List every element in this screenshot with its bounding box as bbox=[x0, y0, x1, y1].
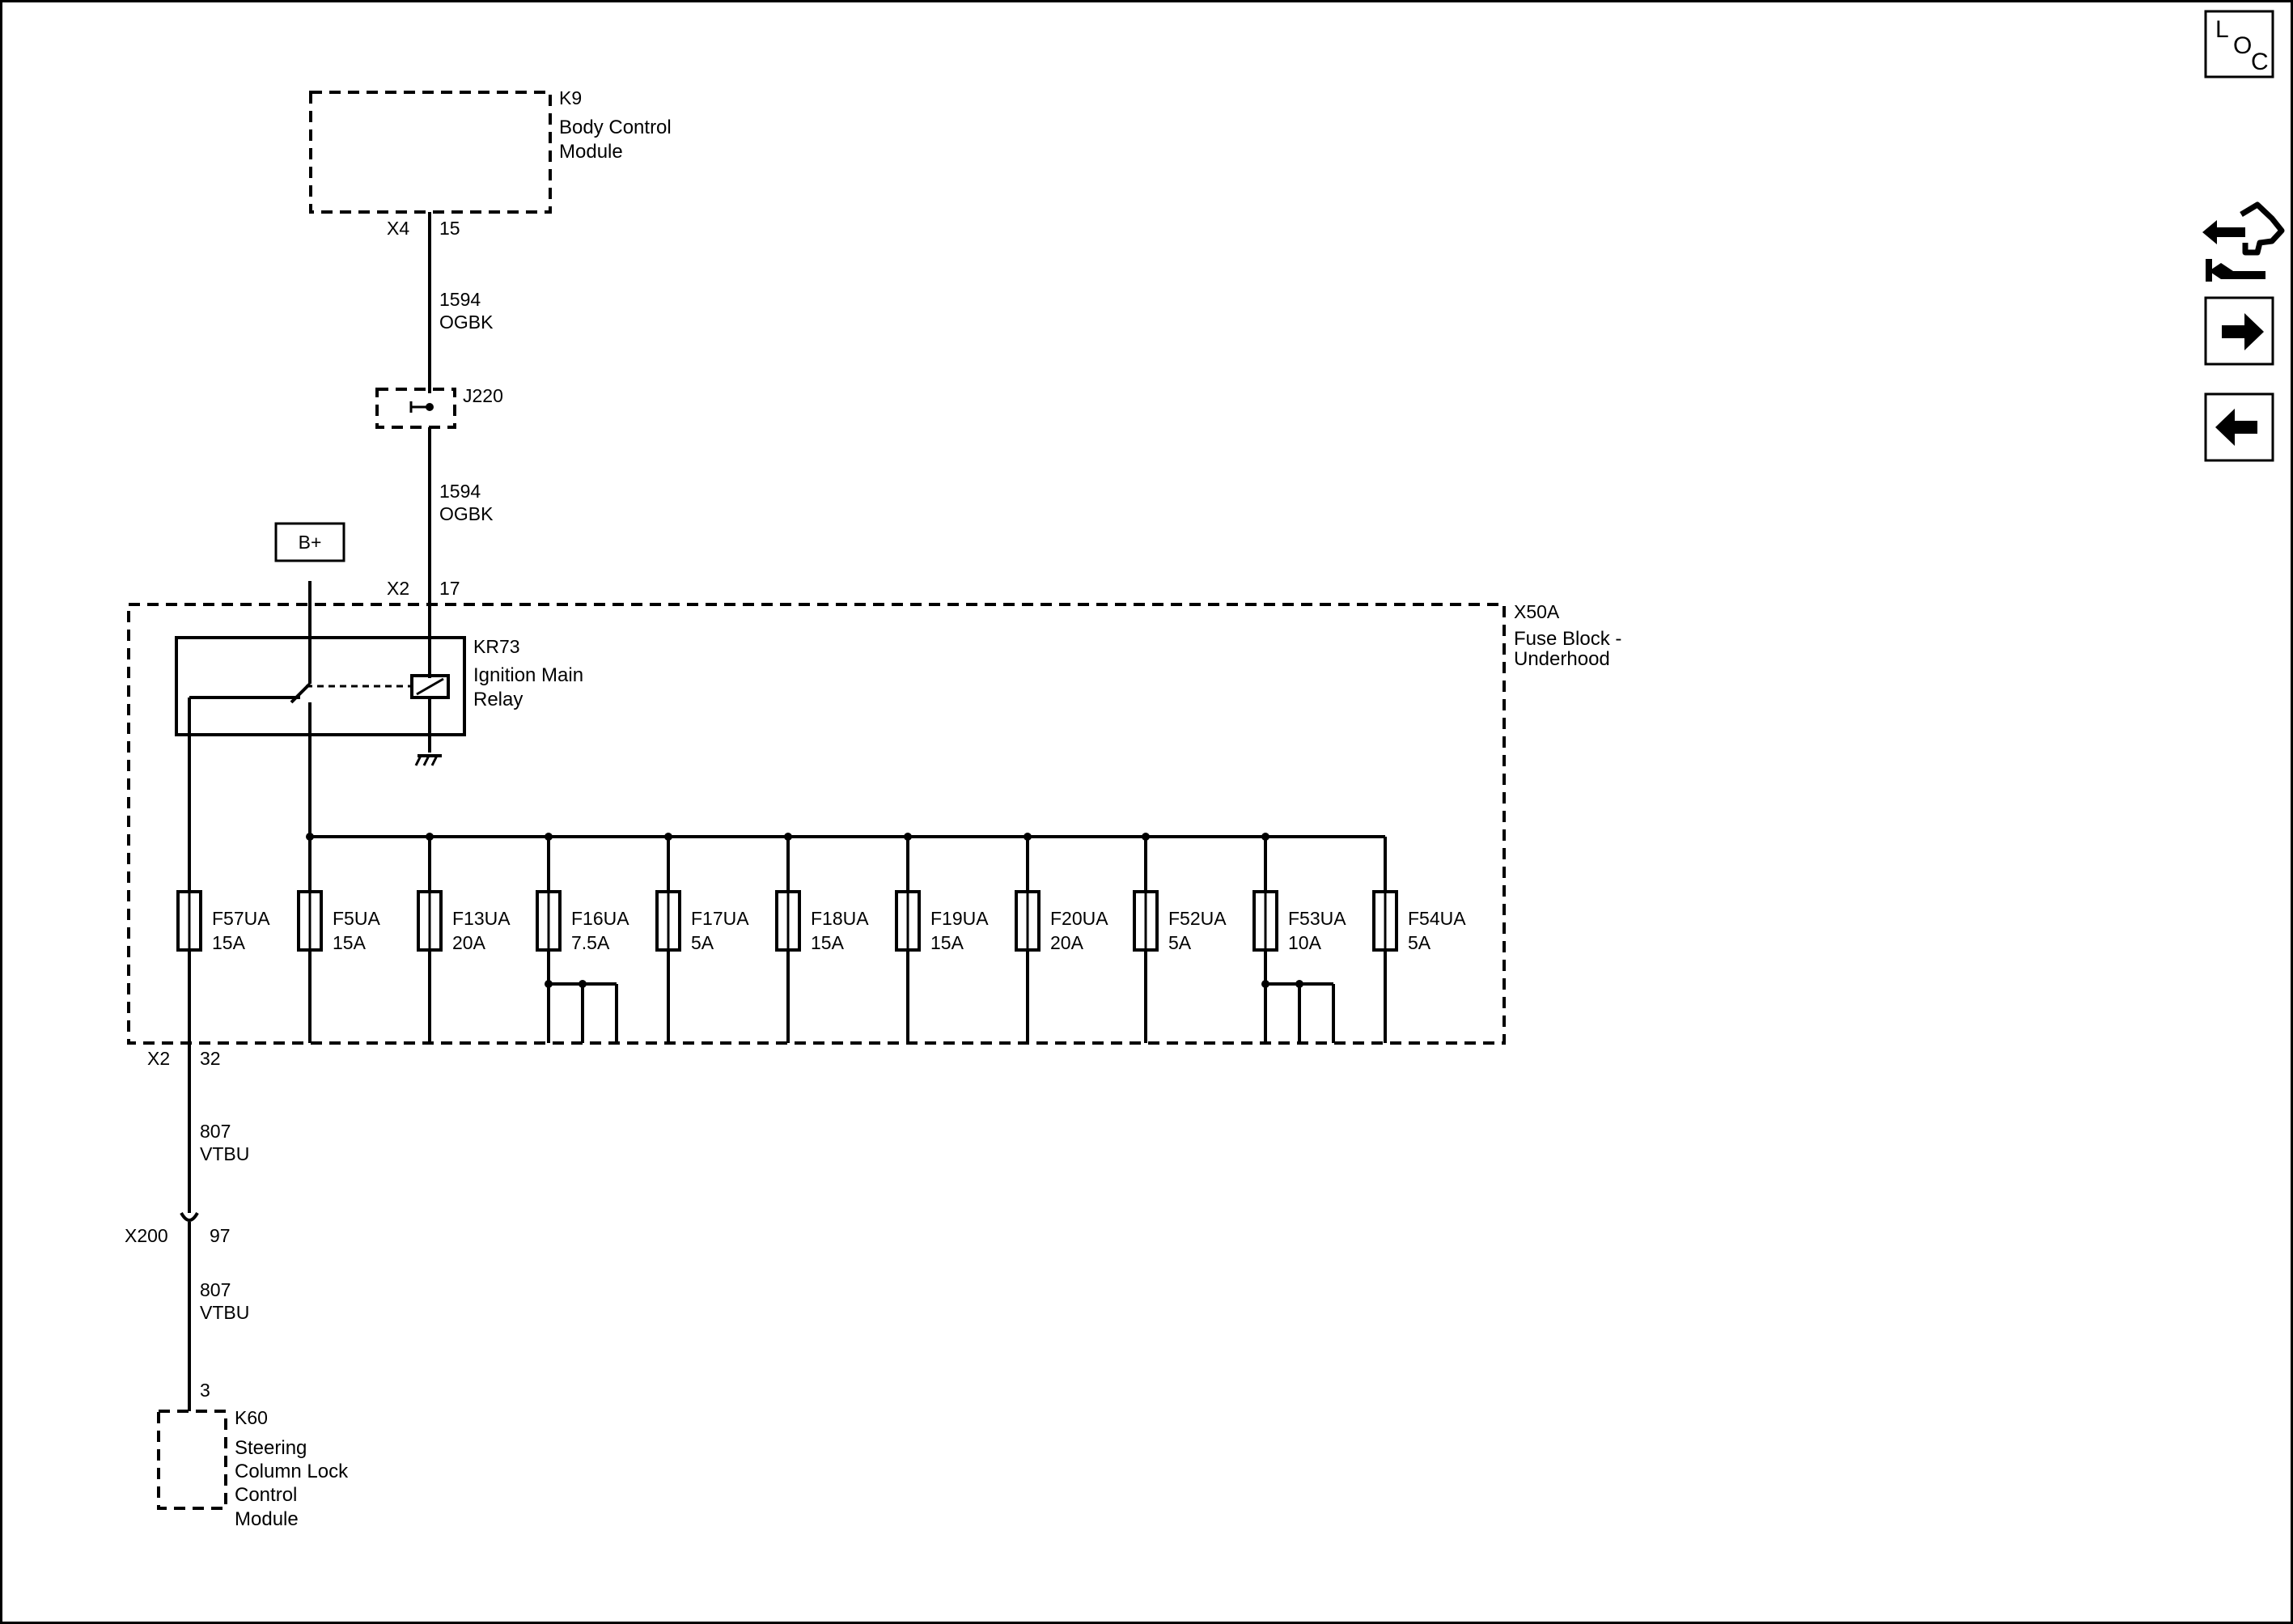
fuse-f13ua[interactable]: F13UA 20A bbox=[417, 837, 511, 1043]
fuse-rating: 5A bbox=[1408, 932, 1431, 953]
fuse-name: F18UA bbox=[811, 908, 869, 929]
arrow-right-icon[interactable] bbox=[2204, 296, 2274, 366]
fuse-rating: 20A bbox=[452, 932, 486, 953]
ignition-main-relay[interactable]: KR73 Ignition Main Relay bbox=[175, 636, 583, 892]
x50a-pin-bottom: 32 bbox=[200, 1048, 221, 1069]
fuse-rating: 15A bbox=[212, 932, 246, 953]
k60-name-line2: Column Lock bbox=[235, 1461, 349, 1482]
arrow-left-icon[interactable] bbox=[2204, 392, 2274, 462]
wire3-circuit: 807 bbox=[200, 1121, 231, 1142]
fuse-f17ua[interactable]: F17UA 5A bbox=[655, 837, 749, 1043]
x200-ref: X200 bbox=[125, 1225, 168, 1246]
fuse-name: F53UA bbox=[1288, 908, 1346, 929]
fuse-f53ua[interactable]: F53UA 10A bbox=[1252, 837, 1346, 1043]
fuse-name: F17UA bbox=[691, 908, 749, 929]
fuse-block-underhood[interactable]: X50A Fuse Block - Underhood bbox=[127, 601, 1621, 1045]
kr73-name-line1: Ignition Main bbox=[473, 664, 583, 686]
fuse-name: F52UA bbox=[1168, 908, 1227, 929]
fuse-rating: 5A bbox=[691, 932, 714, 953]
bplus-label: B+ bbox=[299, 532, 322, 553]
k60-name-line4: Module bbox=[235, 1508, 299, 1530]
x50a-pin-top: 17 bbox=[439, 578, 460, 599]
loc-letter-c: C bbox=[2251, 49, 2269, 75]
kr73-name-line2: Relay bbox=[473, 689, 523, 710]
fuse-f18ua[interactable]: F18UA 15A bbox=[775, 837, 869, 1043]
fuse-name: F13UA bbox=[452, 908, 511, 929]
x50a-name-line2: Underhood bbox=[1514, 648, 1610, 670]
loc-letter-o: O bbox=[2233, 32, 2252, 59]
x50a-conn-bottom: X2 bbox=[147, 1048, 170, 1069]
battery-positive-source[interactable]: B+ bbox=[274, 522, 345, 562]
connector-navigation-icon[interactable] bbox=[2202, 201, 2285, 282]
fuse-f57ua[interactable]: F57UA 15A bbox=[176, 890, 270, 1043]
fuse-rating: 15A bbox=[811, 932, 845, 953]
fuse-f5ua[interactable]: F5UA 15A bbox=[297, 837, 380, 1043]
wire1-color: OGBK bbox=[439, 312, 494, 333]
wire2-circuit: 1594 bbox=[439, 481, 481, 502]
fuse-rating: 7.5A bbox=[571, 932, 610, 953]
body-control-module[interactable]: K9 Body Control Module bbox=[309, 87, 672, 214]
fuse-f19ua[interactable]: F19UA 15A bbox=[895, 837, 989, 1043]
fuse-group: F57UA15AF5UA15AF13UA20AF16UA7.5AF17UA5AF… bbox=[176, 837, 1466, 1043]
k60-name-line1: Steering bbox=[235, 1437, 307, 1459]
inline-connector-x200[interactable]: X200 97 bbox=[125, 1211, 231, 1246]
j220-ref: J220 bbox=[463, 385, 503, 406]
wire4-circuit: 807 bbox=[200, 1279, 231, 1300]
k9-ref: K9 bbox=[559, 87, 582, 108]
steering-column-lock-module[interactable]: K60 Steering Column Lock Control Module bbox=[157, 1407, 349, 1530]
fuse-f52ua[interactable]: F52UA 5A bbox=[1133, 837, 1227, 1043]
k60-name-line3: Control bbox=[235, 1484, 297, 1506]
wire1-circuit: 1594 bbox=[439, 289, 481, 310]
x200-pin: 97 bbox=[210, 1225, 231, 1246]
fuse-rating: 15A bbox=[930, 932, 964, 953]
fuse-name: F16UA bbox=[571, 908, 629, 929]
x50a-name-line1: Fuse Block - bbox=[1514, 628, 1621, 650]
fuse-name: F20UA bbox=[1050, 908, 1108, 929]
loc-button[interactable]: L O C bbox=[2204, 10, 2274, 78]
k9-connector: X4 bbox=[387, 218, 409, 239]
fuse-name: F19UA bbox=[930, 908, 989, 929]
wire3-color: VTBU bbox=[200, 1143, 249, 1164]
loc-letter-l: L bbox=[2215, 16, 2229, 43]
k9-name-line1: Body Control bbox=[559, 117, 672, 138]
wire2-color: OGBK bbox=[439, 503, 494, 524]
fuse-name: F57UA bbox=[212, 908, 270, 929]
fuse-name: F54UA bbox=[1408, 908, 1466, 929]
k9-pin: 15 bbox=[439, 218, 460, 239]
fuse-rating: 5A bbox=[1168, 932, 1192, 953]
fuse-f20ua[interactable]: F20UA 20A bbox=[1015, 837, 1108, 1043]
fuse-name: F5UA bbox=[333, 908, 380, 929]
fuse-f54ua[interactable]: F54UA 5A bbox=[1372, 837, 1466, 1043]
k60-pin: 3 bbox=[200, 1380, 210, 1401]
k9-name-line2: Module bbox=[559, 141, 623, 163]
x50a-ref: X50A bbox=[1514, 601, 1560, 622]
splice-j220[interactable]: J220 bbox=[375, 385, 503, 429]
fuse-rating: 10A bbox=[1288, 932, 1322, 953]
x50a-conn-top: X2 bbox=[387, 578, 409, 599]
kr73-ref: KR73 bbox=[473, 636, 520, 657]
fuse-rating: 20A bbox=[1050, 932, 1084, 953]
fuse-rating: 15A bbox=[333, 932, 367, 953]
fuse-f16ua[interactable]: F16UA 7.5A bbox=[536, 837, 629, 1043]
k60-ref: K60 bbox=[235, 1407, 268, 1428]
wire4-color: VTBU bbox=[200, 1302, 249, 1323]
